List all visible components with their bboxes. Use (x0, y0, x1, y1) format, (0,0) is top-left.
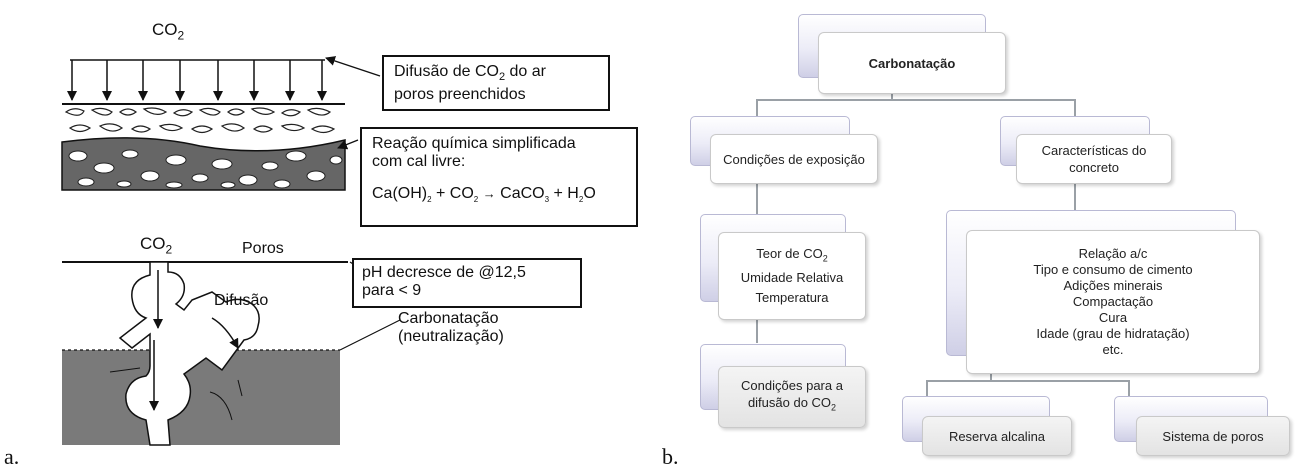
diffusion-note-box: Difusão de CO2 do ar poros preenchidos (382, 55, 610, 111)
ph-note-box: pH decresce de @12,5 para < 9 (352, 258, 582, 308)
diffusion-arrows (67, 60, 327, 101)
carbonation-illustration (61, 56, 401, 446)
node-exposure-conditions: Condições de exposição (690, 116, 880, 188)
pores-label: Poros (242, 240, 284, 257)
node-pore-system: Sistema de poros (1114, 396, 1292, 458)
connector-exposure-factors (756, 184, 758, 216)
node-carbonation: Carbonatação (798, 14, 1006, 98)
node-concrete-characteristics: Características do concreto (1000, 116, 1174, 188)
carbonation-label: Carbonatação (neutralização) (398, 310, 504, 345)
co2-pore-label: CO2 (140, 234, 173, 257)
aggregate-layer-uncarbonated (64, 107, 336, 134)
connector-right-down (1074, 99, 1076, 119)
node-concrete-factors: Relação a/c Tipo e consumo de cimento Ad… (946, 210, 1262, 374)
connector-root-horizontal (756, 99, 1076, 101)
neutralized-zone (62, 350, 340, 445)
node-exposure-factors: Teor de CO2 Umidade Relativa Temperatura (700, 214, 868, 320)
connector-factors-diffusion (756, 315, 758, 343)
figure-letter-a: a. (4, 444, 20, 469)
reaction-equation: Ca(OH)2 + CO2 → CaCO3 + H2O (372, 185, 596, 205)
connector-factors-down (990, 372, 992, 380)
reaction-arrow: → (482, 186, 496, 201)
node-diffusion-conditions: Condições para a difusão do CO2 (700, 344, 868, 430)
panel-b-flowchart: Carbonatação Condições de exposição Cara… (660, 0, 1296, 469)
connector-pores (1128, 380, 1130, 398)
aggregate-layer-carbonated (68, 149, 343, 189)
pore-network (118, 261, 260, 446)
diffusion-label: Difusão (214, 292, 269, 309)
node-alkaline-reserve: Reserva alcalina (902, 396, 1072, 458)
co2-surface-label: CO2 (152, 20, 185, 43)
connector-concrete-factors (1074, 184, 1076, 212)
connector-reserve (926, 380, 928, 398)
reaction-note-box: Reação química simplificada com cal livr… (360, 127, 638, 227)
panel-a-carbonation-sketch: CO2 Difusão de CO2 do ar poros preenchid… (4, 20, 638, 469)
connector-bottom-horizontal (926, 380, 1130, 382)
connector-root-down (891, 92, 893, 100)
connector-left-down (756, 99, 758, 119)
figure-letter-b: b. (662, 444, 679, 469)
